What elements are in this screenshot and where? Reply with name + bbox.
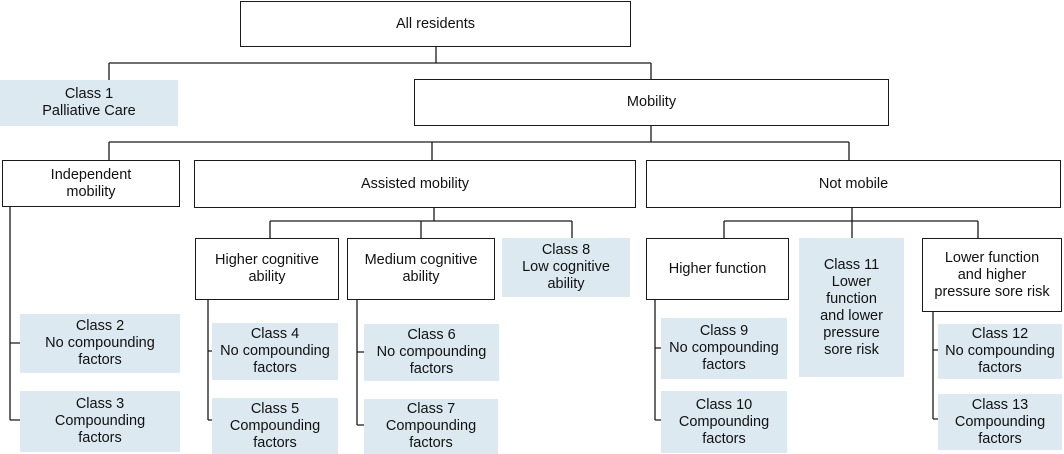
- node-medium-cognitive: Medium cognitive ability: [347, 238, 495, 300]
- node-class-7: Class 7 Compounding factors: [364, 399, 498, 454]
- node-assisted-mobility: Assisted mobility: [194, 160, 636, 208]
- node-class-5: Class 5 Compounding factors: [212, 398, 338, 454]
- node-lower-function-label: Lower function and higher pressure sore …: [934, 249, 1050, 300]
- node-independent-mobility: Independent mobility: [2, 160, 180, 207]
- node-higher-cognitive: Higher cognitive ability: [195, 238, 339, 300]
- node-class-1-label: Class 1 Palliative Care: [42, 86, 136, 119]
- connector-assisted: [269, 208, 573, 238]
- node-class-2: Class 2 No compounding factors: [20, 314, 180, 373]
- node-class-6: Class 6 No compounding factors: [364, 324, 499, 381]
- connector-higher-function: [654, 300, 661, 421]
- node-class-12: Class 12 No compounding factors: [938, 324, 1062, 379]
- node-class-11: Class 11 Lower function and lower pressu…: [799, 238, 904, 377]
- node-independent-mobility-label: Independent mobility: [50, 166, 132, 200]
- node-class-9-label: Class 9 No compounding factors: [669, 323, 779, 373]
- connector-mobility: [108, 125, 850, 160]
- connector-lower-function: [932, 312, 938, 420]
- connector-medium-cog: [356, 300, 364, 426]
- node-mobility-label: Mobility: [626, 94, 677, 110]
- node-class-10: Class 10 Compounding factors: [661, 391, 787, 453]
- node-higher-function-label: Higher function: [668, 260, 767, 277]
- node-lower-function: Lower function and higher pressure sore …: [922, 238, 1062, 312]
- node-higher-cognitive-label: Higher cognitive ability: [215, 252, 319, 285]
- node-medium-cognitive-label: Medium cognitive ability: [364, 252, 478, 285]
- node-class-7-label: Class 7 Compounding factors: [385, 401, 477, 451]
- node-class-9: Class 9 No compounding factors: [661, 318, 787, 379]
- node-mobility: Mobility: [414, 79, 889, 126]
- node-class-8: Class 8 Low cognitive ability: [502, 238, 630, 297]
- node-all-residents-label: All residents: [396, 15, 475, 32]
- node-not-mobile-label: Not mobile: [818, 175, 889, 192]
- node-class-2-label: Class 2 No compounding factors: [45, 318, 155, 368]
- node-class-5-label: Class 5 Compounding factors: [229, 400, 321, 451]
- node-class-13-label: Class 13 Compounding factors: [954, 396, 1046, 447]
- connector-root: [108, 46, 652, 80]
- node-class-12-label: Class 12 No compounding factors: [945, 326, 1055, 376]
- node-class-3-label: Class 3 Compounding factors: [54, 396, 146, 446]
- node-class-11-label: Class 11 Lower function and lower pressu…: [820, 256, 883, 358]
- node-class-8-label: Class 8 Low cognitive ability: [522, 242, 610, 292]
- node-assisted-mobility-label: Assisted mobility: [361, 175, 469, 192]
- node-class-1: Class 1 Palliative Care: [0, 80, 178, 126]
- connector-not-mobile: [723, 208, 979, 238]
- node-class-13: Class 13 Compounding factors: [938, 394, 1062, 450]
- node-class-6-label: Class 6 No compounding factors: [376, 327, 487, 377]
- node-class-4: Class 4 No compounding factors: [212, 323, 338, 380]
- connector-independent: [9, 207, 20, 421]
- node-class-3: Class 3 Compounding factors: [20, 391, 180, 452]
- node-not-mobile: Not mobile: [646, 160, 1061, 208]
- node-all-residents: All residents: [240, 1, 631, 47]
- node-class-10-label: Class 10 Compounding factors: [678, 396, 770, 447]
- connector-higher-cog: [207, 300, 212, 421]
- node-higher-function: Higher function: [646, 238, 789, 300]
- node-class-4-label: Class 4 No compounding factors: [220, 326, 330, 376]
